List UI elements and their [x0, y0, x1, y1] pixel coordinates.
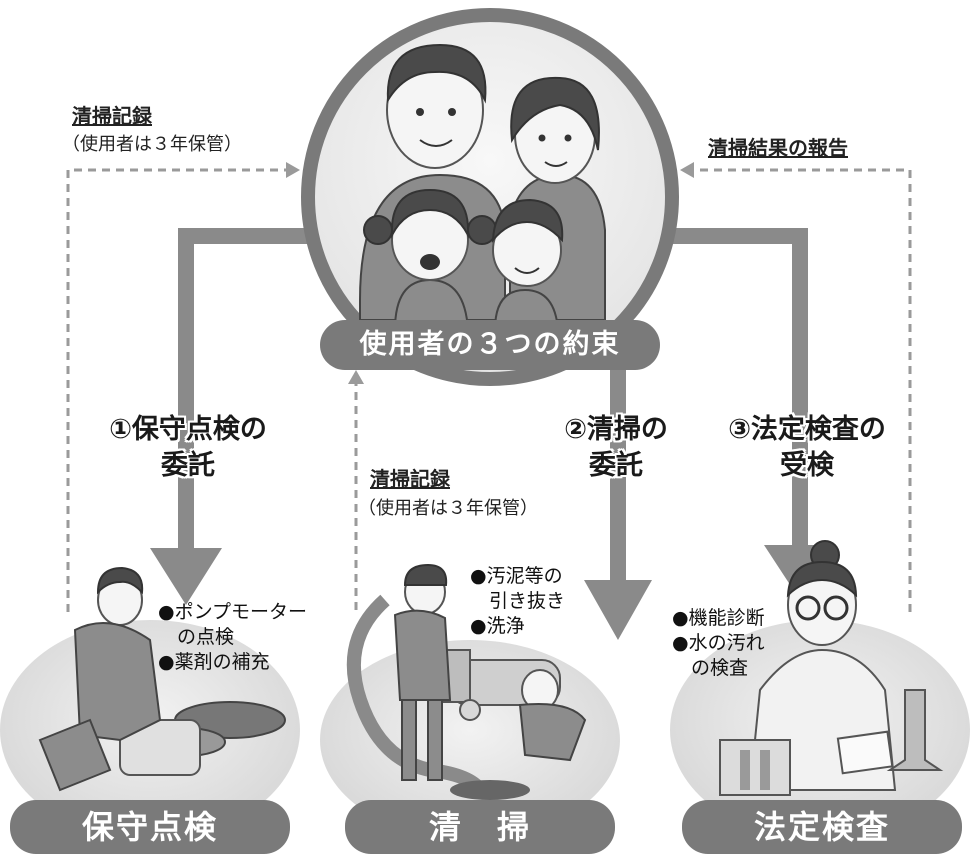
record-note-mid: （使用者は３年保管）: [358, 498, 538, 519]
arrowhead-record-top: [286, 162, 300, 178]
step-cleaning-line2: 委託: [589, 450, 643, 481]
cleaning-illustration: [320, 563, 620, 840]
tasks-cleaning: ●汚泥等の 引き抜き ●洗浄: [470, 564, 565, 639]
report-label: 清掃結果の報告: [708, 136, 848, 160]
task-item: ●汚泥等の: [470, 565, 563, 587]
tasks-inspection: ●機能診断 ●水の汚れ の検査: [672, 606, 765, 681]
step-cleaning-line1: ②清掃の: [564, 414, 668, 445]
family-caption: 使用者の３つの約束: [320, 320, 660, 370]
task-item: 引き抜き: [470, 590, 566, 612]
bottom-label-maintenance: 保守点検: [10, 800, 290, 854]
arrowhead-report: [680, 162, 694, 178]
task-item: ●水の汚れ: [672, 632, 765, 654]
task-item: ●機能診断: [672, 607, 765, 629]
step-inspection-line2: 受検: [780, 450, 834, 481]
step-cleaning: ②清掃の 委託: [556, 412, 676, 484]
step-maintenance-line1: ①保守点検の: [109, 414, 267, 445]
record-label-top: 清掃記録: [72, 104, 152, 128]
maintenance-illustration: [0, 566, 300, 840]
solid-arrows: [150, 228, 836, 640]
step-maintenance: ①保守点検の 委託: [88, 412, 288, 484]
record-note-top: （使用者は３年保管）: [62, 134, 242, 155]
bottom-label-inspection: 法定検査: [682, 800, 962, 854]
step-maintenance-line2: 委託: [161, 450, 215, 481]
task-item: ●薬剤の補充: [158, 651, 270, 673]
arrowhead-record-mid: [348, 370, 364, 384]
task-item: ●洗浄: [470, 615, 525, 637]
step-inspection-line1: ③法定検査の: [728, 414, 886, 445]
record-label-mid: 清掃記録: [370, 467, 450, 491]
bottom-label-cleaning: 清 掃: [345, 800, 615, 854]
task-item: の点検: [158, 626, 235, 648]
step-inspection: ③法定検査の 受検: [712, 412, 902, 484]
family-illustration: [359, 43, 606, 331]
tasks-maintenance: ●ポンプモーター の点検 ●薬剤の補充: [158, 600, 307, 675]
inspection-illustration: [670, 540, 970, 840]
task-item: ●ポンプモーター: [158, 601, 308, 623]
task-item: の検査: [672, 657, 749, 679]
dashed-arrows: [66, 168, 912, 612]
